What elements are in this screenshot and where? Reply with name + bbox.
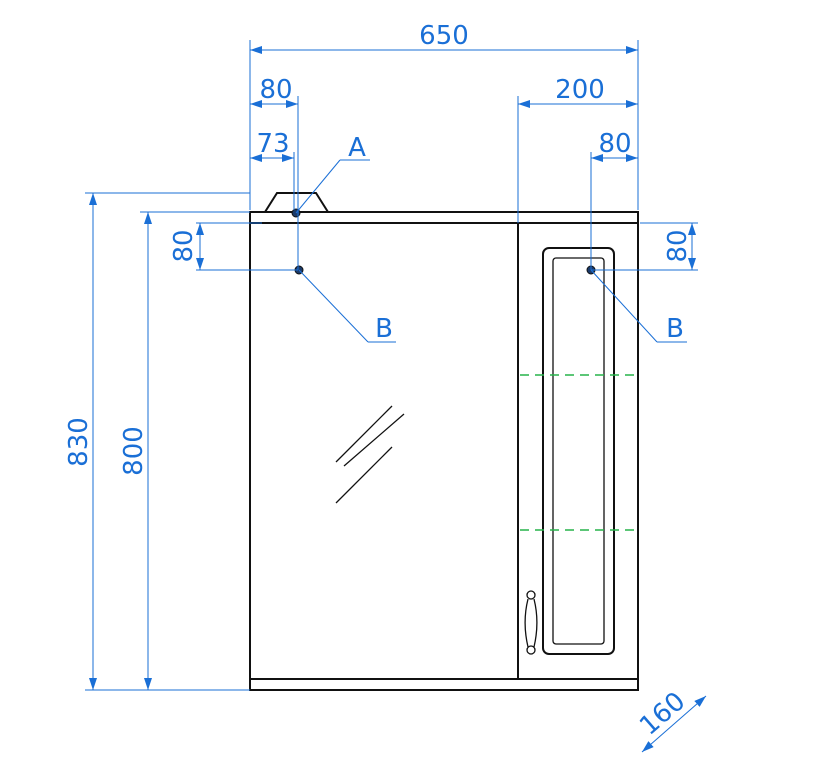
dim-mount-height-left-label: 80 <box>169 229 199 262</box>
right-door-frame <box>542 247 615 655</box>
door-handle <box>524 590 538 655</box>
callout-b-left: B <box>298 269 396 344</box>
glass-shelves <box>520 374 636 531</box>
dim-mount-height-left: 80 <box>169 222 298 271</box>
dim-mount-offset-right-label: 80 <box>598 129 631 159</box>
dim-overall-width-label: 650 <box>419 21 469 51</box>
dim-right-section-width-label: 200 <box>555 75 605 105</box>
cabinet-outline <box>249 211 639 691</box>
dim-body-height: 800 <box>119 211 250 690</box>
cabinet-body <box>249 192 639 691</box>
dim-right-section-width: 200 <box>517 75 638 223</box>
dim-body-height-label: 800 <box>119 426 149 476</box>
dim-depth-label: 160 <box>634 686 691 741</box>
dim-overall-height-label: 830 <box>64 417 94 467</box>
dim-depth: 160 <box>634 686 707 753</box>
callout-b-right: B <box>590 269 687 344</box>
dim-lamp-offset: 73 <box>250 129 295 210</box>
dim-mount-height-right-label: 80 <box>663 229 693 262</box>
dim-mount-offset-left: 80 <box>250 75 299 270</box>
mirror-reflection <box>335 405 405 504</box>
dim-mount-offset-right: 80 <box>590 129 638 270</box>
dim-lamp-offset-label: 73 <box>256 129 289 159</box>
callout-a: A <box>295 133 370 214</box>
dim-mount-height-right: 80 <box>591 222 698 271</box>
dim-overall-width: 650 <box>249 21 639 210</box>
lamp-fixture <box>264 192 329 213</box>
callout-b-left-label: B <box>375 314 393 344</box>
dim-overall-height: 830 <box>64 192 250 691</box>
dim-mount-offset-left-label: 80 <box>259 75 292 105</box>
callout-a-label: A <box>348 133 366 163</box>
callout-b-right-label: B <box>666 314 684 344</box>
